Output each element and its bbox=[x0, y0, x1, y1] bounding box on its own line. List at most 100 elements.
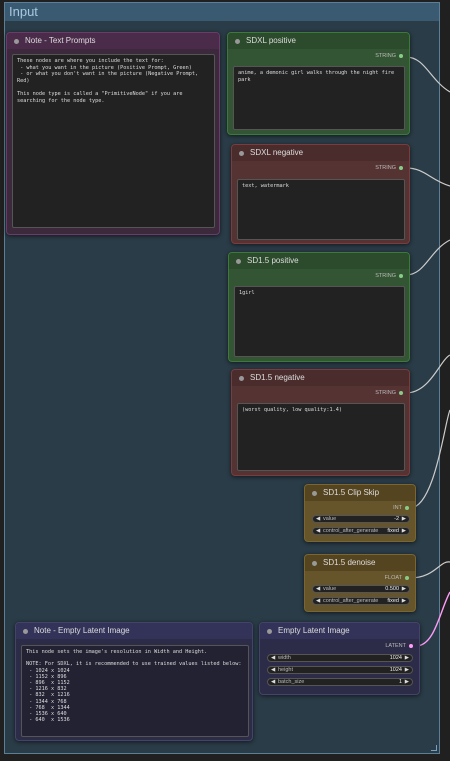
collapse-dot-icon[interactable] bbox=[312, 561, 317, 566]
decrement-arrow-icon[interactable]: ◀ bbox=[316, 516, 321, 522]
widget-label: value bbox=[323, 586, 337, 592]
output-slot[interactable]: INT bbox=[393, 505, 409, 511]
output-label: STRING bbox=[375, 53, 396, 59]
sd15-negative-node[interactable]: SD1.5 negative STRING (worst quality, lo… bbox=[231, 369, 410, 476]
prompt-textarea[interactable]: (worst quality, low quality:1.4) bbox=[237, 403, 405, 471]
control-after-generate-widget[interactable]: ◀ control_after_generate fixed ▶ bbox=[312, 527, 410, 535]
collapse-dot-icon[interactable] bbox=[312, 491, 317, 496]
note-text-prompts-node[interactable]: Note - Text Prompts These nodes are wher… bbox=[6, 32, 220, 235]
node-title: Note - Text Prompts bbox=[25, 36, 96, 45]
node-title: Empty Latent Image bbox=[278, 626, 350, 635]
value-widget[interactable]: ◀ value 0.500 ▶ bbox=[312, 585, 410, 593]
decrement-arrow-icon[interactable]: ◀ bbox=[316, 598, 321, 604]
widget-label: value bbox=[323, 516, 337, 522]
node-header[interactable]: Note - Text Prompts bbox=[7, 33, 219, 49]
collapse-dot-icon[interactable] bbox=[14, 39, 19, 44]
output-slot[interactable]: FLOAT bbox=[385, 575, 409, 581]
prompt-textarea[interactable]: 1girl bbox=[234, 286, 405, 357]
sd15-positive-node[interactable]: SD1.5 positive STRING 1girl bbox=[228, 252, 410, 362]
group-title[interactable]: Input bbox=[5, 3, 439, 21]
node-title: Note - Empty Latent Image bbox=[34, 626, 130, 635]
increment-arrow-icon[interactable]: ▶ bbox=[404, 667, 409, 673]
node-title: SD1.5 positive bbox=[247, 256, 299, 265]
node-header[interactable]: SDXL negative bbox=[232, 145, 409, 161]
widget-value: 1024 bbox=[389, 655, 402, 661]
output-port-icon[interactable] bbox=[405, 575, 409, 580]
increment-arrow-icon[interactable]: ▶ bbox=[401, 528, 406, 534]
denoise-node[interactable]: SD1.5 denoise FLOAT ◀ value 0.500 ▶ ◀ co… bbox=[304, 554, 416, 612]
output-slot[interactable]: STRING bbox=[375, 53, 403, 59]
height-widget[interactable]: ◀ height 1024 ▶ bbox=[267, 666, 413, 674]
output-label: STRING bbox=[375, 165, 396, 171]
clip-skip-node[interactable]: SD1.5 Clip Skip INT ◀ value -2 ▶ ◀ contr… bbox=[304, 484, 416, 542]
sdxl-negative-node[interactable]: SDXL negative STRING text, watermark bbox=[231, 144, 410, 244]
node-title: SD1.5 denoise bbox=[323, 558, 376, 567]
widget-label: width bbox=[278, 655, 291, 661]
widget-label: height bbox=[278, 667, 293, 673]
increment-arrow-icon[interactable]: ▶ bbox=[404, 655, 409, 661]
group-resize-handle[interactable] bbox=[431, 745, 437, 751]
batch-size-widget[interactable]: ◀ batch_size 1 ▶ bbox=[267, 678, 413, 686]
widget-value: 1 bbox=[398, 679, 402, 685]
output-port-icon[interactable] bbox=[399, 273, 403, 278]
note-empty-latent-node[interactable]: Note - Empty Latent Image This node sets… bbox=[15, 622, 253, 741]
increment-arrow-icon[interactable]: ▶ bbox=[404, 679, 409, 685]
node-header[interactable]: Empty Latent Image bbox=[260, 623, 419, 639]
control-after-generate-widget[interactable]: ◀ control_after_generate fixed ▶ bbox=[312, 597, 410, 605]
note-textarea[interactable]: This node sets the image's resolution in… bbox=[21, 645, 249, 737]
decrement-arrow-icon[interactable]: ◀ bbox=[316, 528, 321, 534]
widget-value: 1024 bbox=[389, 667, 402, 673]
node-header[interactable]: SD1.5 denoise bbox=[305, 555, 415, 571]
output-port-icon[interactable] bbox=[399, 165, 403, 170]
node-header[interactable]: Note - Empty Latent Image bbox=[16, 623, 252, 639]
node-title: SD1.5 negative bbox=[250, 373, 305, 382]
output-label: LATENT bbox=[385, 643, 406, 649]
width-widget[interactable]: ◀ width 1024 ▶ bbox=[267, 654, 413, 662]
node-title: SD1.5 Clip Skip bbox=[323, 488, 380, 497]
prompt-textarea[interactable]: anime, a demonic girl walks through the … bbox=[233, 66, 405, 130]
widget-value: fixed bbox=[387, 528, 399, 534]
note-textarea[interactable]: These nodes are where you include the te… bbox=[12, 54, 215, 228]
collapse-dot-icon[interactable] bbox=[239, 151, 244, 156]
increment-arrow-icon[interactable]: ▶ bbox=[401, 586, 406, 592]
empty-latent-image-node[interactable]: Empty Latent Image LATENT ◀ width 1024 ▶… bbox=[259, 622, 420, 695]
decrement-arrow-icon[interactable]: ◀ bbox=[271, 679, 276, 685]
collapse-dot-icon[interactable] bbox=[267, 629, 272, 634]
collapse-dot-icon[interactable] bbox=[239, 376, 244, 381]
output-slot[interactable]: STRING bbox=[375, 273, 403, 279]
widget-value: -2 bbox=[394, 516, 399, 522]
increment-arrow-icon[interactable]: ▶ bbox=[401, 516, 406, 522]
node-header[interactable]: SD1.5 Clip Skip bbox=[305, 485, 415, 501]
output-port-icon[interactable] bbox=[405, 505, 409, 510]
node-title: SDXL negative bbox=[250, 148, 304, 157]
widget-value: 0.500 bbox=[385, 586, 399, 592]
node-title: SDXL positive bbox=[246, 36, 296, 45]
widget-label: control_after_generate bbox=[323, 528, 379, 534]
output-slot[interactable]: STRING bbox=[375, 390, 403, 396]
collapse-dot-icon[interactable] bbox=[235, 39, 240, 44]
decrement-arrow-icon[interactable]: ◀ bbox=[316, 586, 321, 592]
node-header[interactable]: SD1.5 positive bbox=[229, 253, 409, 269]
prompt-textarea[interactable]: text, watermark bbox=[237, 179, 405, 240]
output-slot[interactable]: LATENT bbox=[385, 643, 413, 649]
sdxl-positive-node[interactable]: SDXL positive STRING anime, a demonic gi… bbox=[227, 32, 410, 135]
output-label: INT bbox=[393, 505, 402, 511]
widget-label: batch_size bbox=[278, 679, 305, 685]
increment-arrow-icon[interactable]: ▶ bbox=[401, 598, 406, 604]
collapse-dot-icon[interactable] bbox=[23, 629, 28, 634]
output-label: STRING bbox=[375, 390, 396, 396]
widget-value: fixed bbox=[387, 598, 399, 604]
node-header[interactable]: SDXL positive bbox=[228, 33, 409, 49]
collapse-dot-icon[interactable] bbox=[236, 259, 241, 264]
widget-label: control_after_generate bbox=[323, 598, 379, 604]
output-port-icon[interactable] bbox=[409, 643, 413, 648]
output-label: FLOAT bbox=[384, 575, 402, 581]
output-slot[interactable]: STRING bbox=[375, 165, 403, 171]
value-widget[interactable]: ◀ value -2 ▶ bbox=[312, 515, 410, 523]
output-port-icon[interactable] bbox=[399, 390, 403, 395]
node-header[interactable]: SD1.5 negative bbox=[232, 370, 409, 386]
output-port-icon[interactable] bbox=[399, 53, 403, 58]
decrement-arrow-icon[interactable]: ◀ bbox=[271, 667, 276, 673]
output-label: STRING bbox=[375, 273, 396, 279]
decrement-arrow-icon[interactable]: ◀ bbox=[271, 655, 276, 661]
